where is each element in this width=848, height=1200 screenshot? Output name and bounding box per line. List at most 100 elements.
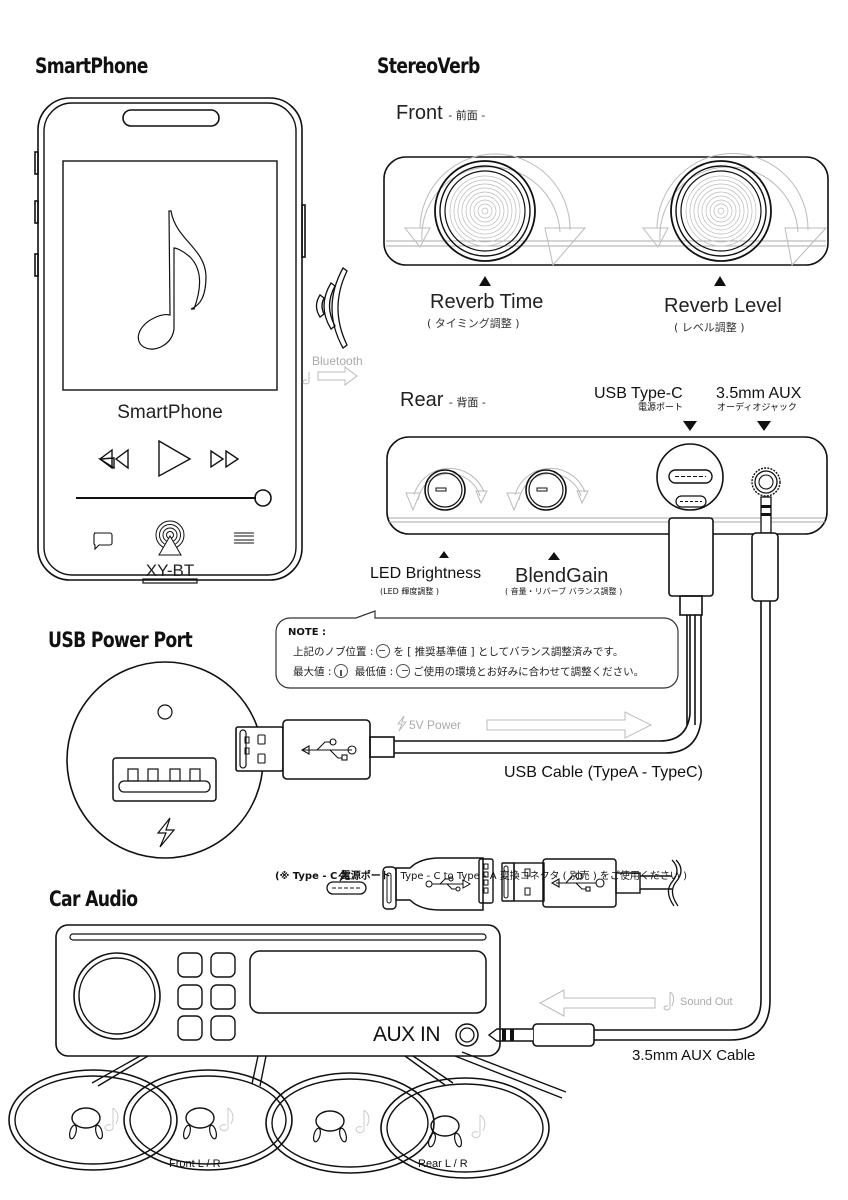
speaker-slot: [122, 109, 220, 127]
heading-stereoverb: StereoVerb: [377, 54, 480, 78]
music-note-icon: [137, 210, 207, 350]
heading-smartphone: SmartPhone: [35, 54, 148, 78]
lightning-bolt-icon: [337, 869, 348, 882]
speakers-rear-label: Rear L / R: [418, 1158, 468, 1170]
volume-up-button: [34, 151, 39, 175]
preset-buttons: [177, 952, 236, 1041]
phone-app-name: SmartPhone: [117, 402, 223, 423]
reverb-level-sub: ( レベル調整 ): [674, 321, 745, 334]
display-panel: [249, 950, 487, 1014]
heading-usb-power-port: USB Power Port: [48, 628, 193, 652]
pointer-up-icon: [714, 276, 726, 286]
sound-out-label: Sound Out: [680, 996, 733, 1008]
front-title-jp: - 前面 -: [448, 109, 486, 122]
adapter-note-bold: (※ Type - C 電源ポート: [275, 871, 391, 882]
fast-forward-icon: [210, 449, 240, 469]
note-line1-text: を [ 推奨基準値 ] としてバランス調整済みです。: [393, 646, 624, 658]
smartphone-device: SmartPhone XY-BT: [34, 97, 306, 584]
blendgain-label: BlendGain: [515, 565, 609, 587]
type-c-to-a-adapter: [326, 857, 682, 911]
volume-dial: [73, 952, 161, 1040]
front-title: Front - 前面 -: [396, 103, 485, 123]
pointer-up-icon: [548, 552, 560, 560]
mute-button: [34, 253, 39, 277]
adapter-note: (※ Type - C 電源ポート : Type - C to Type - A…: [275, 872, 687, 882]
note-line-2: 最大値 : 最低値 : ご使用の環境とお好みに合わせて調整ください。: [293, 664, 644, 679]
knob-max-icon: [334, 664, 349, 678]
lightning-bolt-icon: [156, 817, 176, 848]
speaker-front-left: [8, 1069, 178, 1171]
power-label: 5V Power: [409, 718, 462, 732]
led-brightness-label: LED Brightness: [370, 565, 482, 582]
usb-symbol-icon: [425, 876, 472, 892]
volume-down-button: [34, 200, 39, 224]
led-brightness-sub: (LED 輝度調整 ): [380, 587, 439, 596]
speaker-rear-left: [265, 1072, 435, 1174]
lightning-bolt-icon: [397, 715, 408, 732]
rewind-icon: [97, 448, 129, 470]
pointer-up-icon: [479, 276, 491, 286]
device-name: XY-BT: [146, 561, 195, 580]
list-icon: [234, 532, 254, 544]
bluetooth-label: Bluetooth: [312, 354, 363, 368]
note-heading: NOTE :: [288, 627, 327, 638]
power-arrow: [397, 711, 653, 739]
music-note-icon: [219, 1107, 234, 1132]
speakers-front-label: Front L / R: [169, 1158, 221, 1170]
speaker-rear-right: [380, 1077, 550, 1179]
aux-cable-label: 3.5mm AUX Cable: [632, 1047, 756, 1064]
airplay-icon: [155, 520, 185, 556]
rear-title-text: Rear: [400, 389, 444, 411]
chat-icon: [93, 532, 113, 551]
note-max-label: 最大値 :: [293, 666, 332, 678]
note-box: NOTE : 上記のノブ位置 : を [ 推奨基準値 ] としてバランス調整済みで…: [279, 622, 671, 686]
stereoverb-rear-panel: [386, 421, 828, 560]
aux-port-sub: オーディオジャック: [717, 403, 797, 413]
wireless-signal-icon: [315, 267, 348, 349]
knob-center-icon: [376, 644, 391, 658]
reverb-level-knob: [641, 153, 828, 267]
usb-a-cable: [235, 615, 702, 780]
reverb-level-label: Reverb Level: [664, 295, 782, 317]
pointer-down-icon: [757, 421, 771, 431]
stereoverb-front-panel: [383, 153, 829, 286]
front-title-text: Front: [396, 102, 443, 124]
sound-out-arrow: [538, 989, 675, 1017]
reverb-time-knob: [403, 153, 587, 267]
blendgain-knob: [506, 467, 589, 512]
phone-screen: [62, 160, 278, 391]
usb-type-c-sub: 電源ポート: [638, 403, 684, 413]
aux-port-label: 3.5mm AUX: [716, 385, 802, 402]
usb-type-c-port: [656, 443, 724, 511]
music-note-icon: [104, 1107, 119, 1132]
note-line1-label: 上記のノブ位置 :: [293, 646, 374, 658]
usb-c-cable-plug: [668, 517, 714, 725]
note-line2-text: ご使用の環境とお好みに合わせて調整ください。: [413, 666, 645, 678]
usb-cable-label: USB Cable (TypeA - TypeC): [504, 764, 703, 781]
note-callout: [275, 610, 679, 689]
heading-car-audio: Car Audio: [49, 887, 138, 911]
note-min-label: 最低値 :: [354, 666, 394, 678]
usb-symbol-icon: [300, 738, 357, 761]
play-icon: [158, 439, 192, 478]
pointer-up-icon: [439, 551, 449, 558]
knob-min-icon: [396, 664, 411, 678]
speaker-wires: [91, 1051, 567, 1099]
usb-power-port: [66, 661, 264, 859]
power-button: [301, 204, 306, 258]
reverb-time-label: Reverb Time: [430, 291, 544, 313]
bluetooth-arrow: [302, 366, 358, 386]
speaker-front-right: [123, 1069, 293, 1171]
adapter-note-text: : Type - C to Type - A 変換コネクタ ( 別売 ) をご使…: [390, 871, 688, 882]
reverb-time-sub: ( タイミング調整 ): [427, 317, 520, 330]
aux-in-label: AUX IN: [373, 1023, 441, 1046]
music-note-icon: [355, 1109, 370, 1134]
led-brightness-knob: [405, 467, 488, 512]
car-audio-unit: [55, 924, 501, 1057]
aux-jack: [751, 467, 781, 497]
usb-symbol-icon: [550, 872, 605, 892]
note-line-1: 上記のノブ位置 : を [ 推奨基準値 ] としてバランス調整済みです。: [293, 644, 623, 659]
progress-handle: [254, 489, 272, 507]
aux-in-jack: [455, 1023, 479, 1047]
